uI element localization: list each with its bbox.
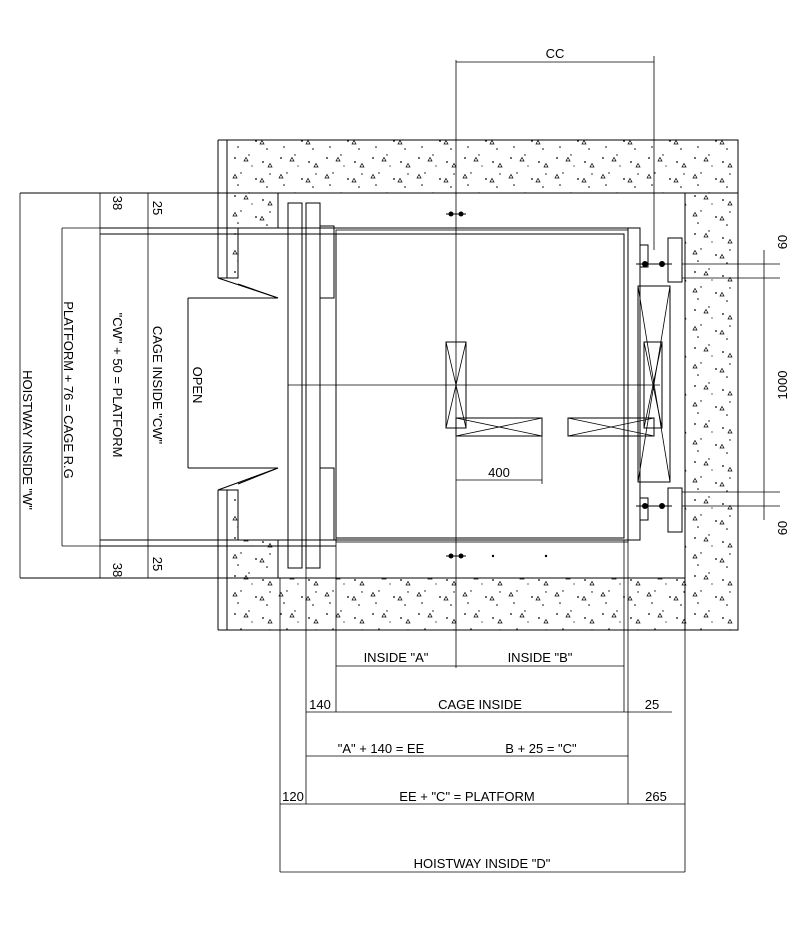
hoistway-w-label: HOISTWAY INSIDE "W"	[20, 370, 35, 510]
dim-25-left-bottom: 25	[150, 557, 165, 571]
left-dimensions: HOISTWAY INSIDE "W" PLATFORM + 76 = CAGE…	[19, 193, 205, 578]
cc-dimension: CC	[456, 46, 655, 250]
cc-label: CC	[546, 46, 565, 61]
open-label: OPEN	[190, 367, 205, 404]
cage-inside-label: CAGE INSIDE	[438, 697, 522, 712]
dim-120: 120	[282, 789, 304, 804]
dim-25-bottom: 25	[645, 697, 659, 712]
platform-formula-label: EE + "C" = PLATFORM	[399, 789, 534, 804]
dim-400: 400	[488, 465, 510, 480]
inside-b-label: INSIDE "B"	[508, 650, 573, 665]
dim-25-top: 25	[150, 201, 165, 215]
platform-rg-label: PLATFORM + 76 = CAGE R.G	[61, 301, 76, 478]
c-formula-label: B + 25 = "C"	[505, 741, 577, 756]
dim-1000: 1000	[775, 371, 790, 400]
door-assembly	[187, 202, 335, 569]
inside-a-label: INSIDE "A"	[364, 650, 429, 665]
cw-platform-label: "CW" + 50 = PLATFORM	[110, 313, 125, 458]
left-wall-upper	[226, 192, 279, 279]
left-wall-lower	[226, 489, 279, 579]
top-wall	[226, 139, 739, 197]
hoistway-d-label: HOISTWAY INSIDE "D"	[414, 856, 551, 871]
ee-formula-label: "A" + 140 = EE	[338, 741, 425, 756]
dim-38-bottom: 38	[110, 563, 125, 577]
dim-265: 265	[645, 789, 667, 804]
dim-38-top: 38	[110, 196, 125, 210]
bottom-dimensions: INSIDE "A" INSIDE "B" 140 CAGE INSIDE 25…	[279, 436, 686, 873]
cage	[20, 60, 685, 668]
right-dimensions: 60 1000 60	[763, 235, 790, 535]
dim-60-top: 60	[775, 235, 790, 249]
dim-140: 140	[309, 697, 331, 712]
right-wall	[684, 192, 739, 631]
dim-60-bottom: 60	[775, 521, 790, 535]
cage-cw-label: CAGE INSIDE "CW"	[150, 326, 165, 445]
rails-counterweight	[445, 211, 780, 559]
